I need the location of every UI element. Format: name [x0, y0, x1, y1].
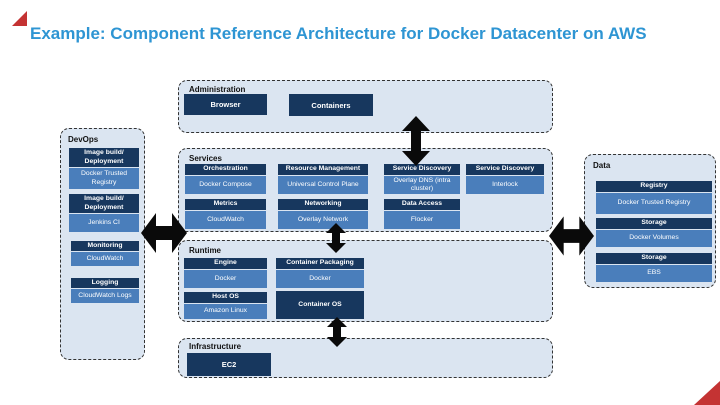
card-value: Jenkins CI	[69, 214, 139, 232]
slide-title: Example: Component Reference Architectur…	[30, 24, 647, 43]
data-card-registry: Registry Docker Trusted Registry	[596, 181, 712, 214]
services-label: Services	[189, 154, 222, 163]
runtime-card-host-os: Host OS Amazon Linux	[184, 292, 267, 319]
service-card-resource-management: Resource Management Universal Control Pl…	[278, 164, 368, 194]
containers-node: Containers	[289, 94, 373, 116]
card-header: Container OS	[276, 291, 364, 319]
double-arrow-admin-services-icon	[402, 116, 430, 166]
administration-zone: Administration Browser Containers	[178, 80, 553, 133]
service-card-metrics: Metrics CloudWatch	[185, 199, 266, 229]
card-header: Image build/ Deployment	[69, 194, 139, 213]
service-card-data-access: Data Access Flocker	[384, 199, 460, 229]
red-corner-triangle-bottom-right-icon	[694, 381, 720, 405]
card-value: EBS	[596, 265, 712, 282]
data-card-storage-volumes: Storage Docker Volumes	[596, 218, 712, 247]
devops-card-image-build-dtr: Image build/ Deployment Docker Trusted R…	[69, 148, 139, 189]
runtime-card-engine: Engine Docker	[184, 258, 267, 288]
card-header: Resource Management	[278, 164, 368, 175]
card-value: Docker Compose	[185, 176, 266, 194]
data-zone: Data Registry Docker Trusted Registry St…	[584, 154, 716, 288]
card-value: Docker	[276, 270, 364, 288]
card-value: CloudWatch	[71, 252, 139, 266]
card-header: Storage	[596, 253, 712, 264]
card-value: Docker Trusted Registry	[596, 193, 712, 214]
infrastructure-label: Infrastructure	[189, 342, 242, 351]
card-header: Service Discovery	[384, 164, 460, 175]
card-header: Image build/ Deployment	[69, 148, 139, 167]
double-arrow-services-data-icon	[549, 210, 594, 262]
ec2-node: EC2	[187, 353, 271, 376]
service-card-networking: Networking Overlay Network	[278, 199, 368, 229]
runtime-zone: Runtime Engine Docker Container Packagin…	[178, 240, 553, 322]
browser-node: Browser	[184, 94, 267, 115]
card-value: Overlay Network	[278, 211, 368, 229]
card-value: CloudWatch	[185, 211, 266, 229]
card-header: Engine	[184, 258, 267, 269]
red-corner-triangle-top-left-icon	[12, 11, 27, 26]
services-zone: Services Orchestration Docker Compose Re…	[178, 148, 553, 232]
devops-zone: DevOps Image build/ Deployment Docker Tr…	[60, 128, 145, 360]
runtime-card-container-os: Container OS	[276, 291, 364, 319]
service-card-orchestration: Orchestration Docker Compose	[185, 164, 266, 194]
card-header: Container Packaging	[276, 258, 364, 269]
devops-label: DevOps	[68, 135, 99, 144]
data-label: Data	[593, 161, 611, 170]
double-arrow-runtime-infrastructure-icon	[327, 317, 347, 347]
card-value: Amazon Linux	[184, 304, 267, 319]
service-card-service-discovery-dns: Service Discovery Overlay DNS (intra clu…	[384, 164, 460, 194]
card-value: Interlock	[466, 176, 544, 194]
service-card-service-discovery-interlock: Service Discovery Interlock	[466, 164, 544, 194]
card-header: Monitoring	[71, 241, 139, 251]
card-header: Registry	[596, 181, 712, 192]
card-value: Docker Volumes	[596, 230, 712, 247]
card-value: Docker	[184, 270, 267, 288]
data-card-storage-ebs: Storage EBS	[596, 253, 712, 282]
card-header: Service Discovery	[466, 164, 544, 175]
double-arrow-services-runtime-icon	[326, 223, 346, 253]
devops-card-monitoring: Monitoring CloudWatch	[71, 241, 139, 266]
administration-label: Administration	[189, 85, 246, 94]
card-value: CloudWatch Logs	[71, 289, 139, 303]
card-header: Logging	[71, 278, 139, 288]
double-arrow-devops-services-icon	[141, 207, 187, 259]
runtime-card-container-packaging: Container Packaging Docker	[276, 258, 364, 288]
infrastructure-zone: Infrastructure EC2	[178, 338, 553, 378]
card-header: Metrics	[185, 199, 266, 210]
card-value: Flocker	[384, 211, 460, 229]
card-value: Universal Control Plane	[278, 176, 368, 194]
card-value: Docker Trusted Registry	[69, 168, 139, 189]
runtime-label: Runtime	[189, 246, 221, 255]
devops-card-logging: Logging CloudWatch Logs	[71, 278, 139, 303]
card-header: Networking	[278, 199, 368, 210]
card-header: Host OS	[184, 292, 267, 303]
card-header: Orchestration	[185, 164, 266, 175]
devops-card-image-build-jenkins: Image build/ Deployment Jenkins CI	[69, 194, 139, 232]
card-header: Data Access	[384, 199, 460, 210]
card-value: Overlay DNS (intra cluster)	[384, 176, 460, 194]
card-header: Storage	[596, 218, 712, 229]
